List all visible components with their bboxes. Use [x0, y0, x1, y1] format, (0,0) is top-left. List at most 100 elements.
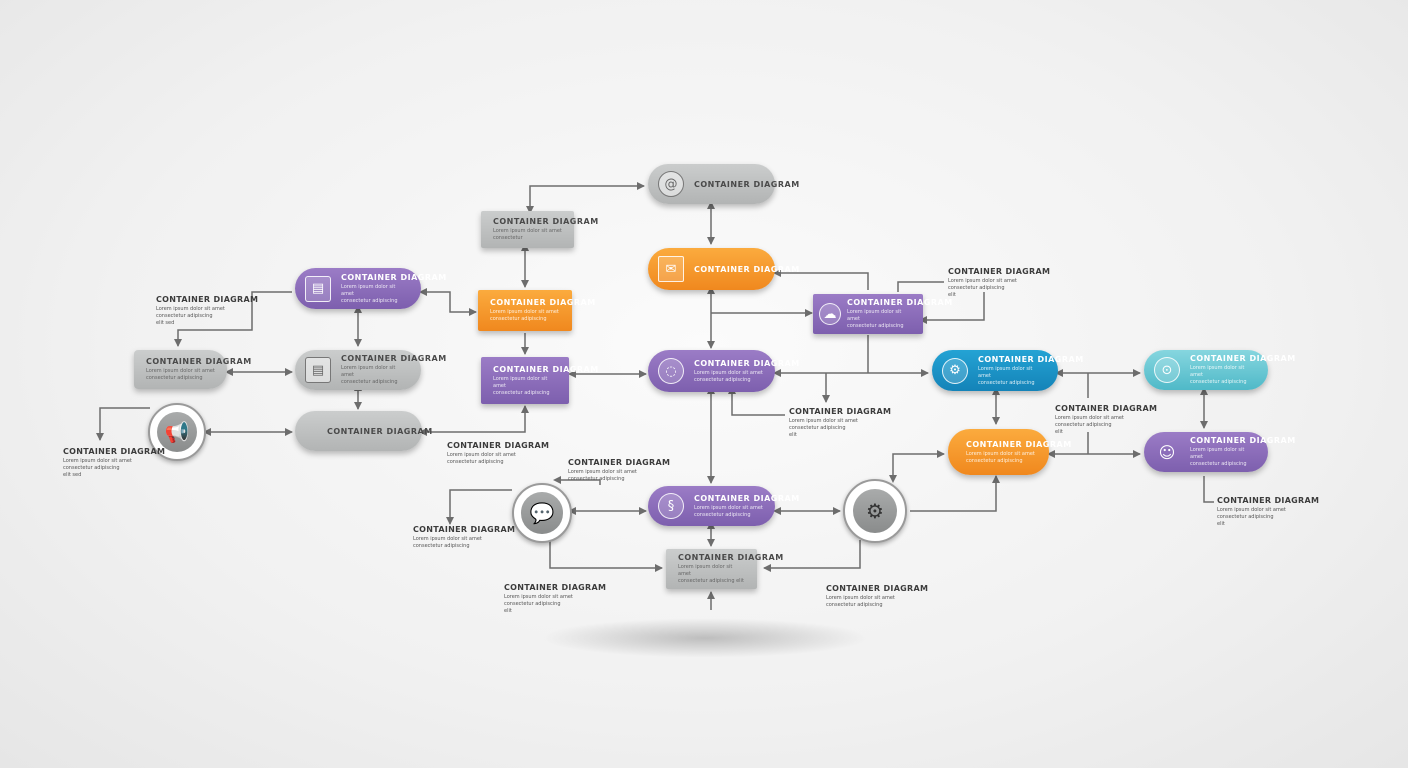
annotation-far-left-top: CONTAINER DIAGRAM Lorem ipsum dolor sit …	[156, 295, 258, 327]
node-title: CONTAINER DIAGRAM	[678, 553, 784, 562]
annotation-desc: Lorem ipsum dolor sit amet consectetur a…	[63, 458, 132, 478]
node-far-right-teal[interactable]: ⊙ CONTAINER DIAGRAM Lorem ipsum dolor si…	[1144, 350, 1296, 390]
annotation-desc: Lorem ipsum dolor sit amet consectetur a…	[1217, 507, 1286, 527]
connector	[96, 407, 150, 441]
node-title: CONTAINER DIAGRAM	[978, 354, 1084, 364]
connector	[526, 182, 645, 214]
floor-shadow	[540, 618, 870, 658]
node-title: CONTAINER DIAGRAM	[694, 264, 800, 274]
node-far-left-gray[interactable]: CONTAINER DIAGRAM Lorem ipsum dolor sit …	[134, 350, 252, 389]
connector	[889, 450, 945, 483]
node-bottom-purple[interactable]: § CONTAINER DIAGRAM Lorem ipsum dolor si…	[648, 486, 799, 526]
annotation-bottom-left: CONTAINER DIAGRAM Lorem ipsum dolor sit …	[504, 583, 606, 615]
annotation-desc: Lorem ipsum dolor sit amet consectetur a…	[568, 469, 637, 482]
node-desc: Lorem ipsum dolor sit amet consectetur	[493, 228, 562, 241]
node-desc: Lorem ipsum dolor sit amet consectetur a…	[847, 309, 904, 329]
node-title: CONTAINER DIAGRAM	[847, 298, 953, 307]
annotation-right-mid: CONTAINER DIAGRAM Lorem ipsum dolor sit …	[1055, 404, 1157, 436]
circle-node-right[interactable]: ⚙	[843, 479, 907, 543]
annotation-title: CONTAINER DIAGRAM	[63, 447, 166, 456]
connector	[897, 281, 944, 292]
connector	[174, 291, 292, 347]
node-center[interactable]: ◌ CONTAINER DIAGRAM Lorem ipsum dolor si…	[648, 350, 799, 392]
node-far-right-purple[interactable]: ☺ CONTAINER DIAGRAM Lorem ipsum dolor si…	[1144, 432, 1296, 472]
annotation-title: CONTAINER DIAGRAM	[826, 584, 929, 593]
annotation-desc: Lorem ipsum dolor sit amet consectetur a…	[504, 594, 573, 614]
circle-node-mid[interactable]: 💬	[512, 483, 572, 543]
megaphone-icon: 📢	[157, 412, 197, 452]
annotation-center-right: CONTAINER DIAGRAM Lorem ipsum dolor sit …	[789, 407, 891, 439]
node-title: CONTAINER DIAGRAM	[490, 298, 596, 307]
node-left-purple-pill[interactable]: ▤ CONTAINER DIAGRAM Lorem ipsum dolor si…	[295, 268, 447, 309]
node-desc: Lorem ipsum dolor sit amet consectetur a…	[694, 504, 763, 518]
connector	[773, 269, 869, 290]
annotation-title: CONTAINER DIAGRAM	[568, 458, 671, 467]
node-desc: Lorem ipsum dolor sit amet consectetur a…	[1190, 447, 1247, 467]
node-title: CONTAINER DIAGRAM	[146, 357, 252, 366]
node-title: CONTAINER DIAGRAM	[341, 272, 447, 282]
node-desc: Lorem ipsum dolor sit amet consectetur a…	[1190, 365, 1247, 385]
node-title: CONTAINER DIAGRAM	[966, 439, 1072, 449]
node-left-gray-rect[interactable]: CONTAINER DIAGRAM Lorem ipsum dolor sit …	[481, 211, 598, 248]
annotation-bottom-right: CONTAINER DIAGRAM Lorem ipsum dolor sit …	[826, 584, 928, 609]
spinner-icon: ◌	[658, 358, 684, 384]
node-left-purple-rect[interactable]: CONTAINER DIAGRAM Lorem ipsum dolor sit …	[481, 357, 599, 404]
annotation-title: CONTAINER DIAGRAM	[1055, 404, 1158, 413]
connector	[1203, 476, 1214, 503]
node-desc: Lorem ipsum dolor sit amet consectetur a…	[341, 283, 398, 304]
node-left-gray-pill-low[interactable]: CONTAINER DIAGRAM	[295, 411, 432, 451]
node-desc: Lorem ipsum dolor sit amet consectetur a…	[146, 368, 215, 381]
node-desc: Lorem ipsum dolor sit amet consectetur a…	[493, 375, 550, 396]
annotation-mid-chat-left: CONTAINER DIAGRAM Lorem ipsum dolor sit …	[413, 525, 515, 550]
node-left-orange-rect[interactable]: CONTAINER DIAGRAM Lorem ipsum dolor sit …	[478, 290, 596, 331]
at-sign-icon: @	[658, 171, 684, 197]
annotation-title: CONTAINER DIAGRAM	[1217, 496, 1320, 505]
annotation-desc: Lorem ipsum dolor sit amet consectetur a…	[948, 278, 1017, 298]
node-right-orange[interactable]: CONTAINER DIAGRAM Lorem ipsum dolor sit …	[948, 429, 1072, 475]
hand-icon: §	[658, 493, 684, 519]
node-title: CONTAINER DIAGRAM	[493, 364, 599, 374]
annotation-far-right-low: CONTAINER DIAGRAM Lorem ipsum dolor sit …	[1217, 496, 1319, 528]
annotation-desc: Lorem ipsum dolor sit amet consectetur a…	[156, 306, 225, 326]
annotation-desc: Lorem ipsum dolor sit amet consectetur a…	[447, 452, 516, 465]
node-bottom-gray[interactable]: CONTAINER DIAGRAM Lorem ipsum dolor sit …	[666, 549, 784, 589]
document-icon: ▤	[305, 275, 331, 302]
cloud-icon: ☁	[819, 303, 841, 325]
connector	[446, 489, 512, 525]
chat-bubble-icon: 💬	[521, 492, 563, 534]
annotation-desc: Lorem ipsum dolor sit amet consectetur a…	[413, 536, 482, 549]
node-left-gray-pill-mid[interactable]: ▤ CONTAINER DIAGRAM Lorem ipsum dolor si…	[295, 350, 446, 390]
connector	[553, 476, 601, 485]
node-right-purple-rect[interactable]: ☁ CONTAINER DIAGRAM Lorem ipsum dolor si…	[813, 294, 953, 334]
annotation-desc: Lorem ipsum dolor sit amet consectetur a…	[789, 418, 858, 438]
node-title: CONTAINER DIAGRAM	[1190, 436, 1296, 445]
node-title: CONTAINER DIAGRAM	[1190, 354, 1296, 363]
node-desc: Lorem ipsum dolor sit amet consectetur a…	[490, 309, 559, 322]
node-desc: Lorem ipsum dolor sit amet consectetur a…	[966, 450, 1035, 464]
connector	[728, 386, 785, 416]
connector	[549, 540, 663, 572]
annotation-title: CONTAINER DIAGRAM	[156, 295, 259, 304]
annotation-title: CONTAINER DIAGRAM	[447, 441, 550, 450]
node-right-blue[interactable]: ⚙ CONTAINER DIAGRAM Lorem ipsum dolor si…	[932, 350, 1084, 391]
node-top[interactable]: @ CONTAINER DIAGRAM	[648, 164, 799, 204]
annotation-title: CONTAINER DIAGRAM	[504, 583, 607, 592]
connector	[919, 292, 985, 324]
connector	[910, 475, 1000, 512]
gears-icon: ⚙	[852, 488, 898, 534]
annotation-mid-chat-top: CONTAINER DIAGRAM Lorem ipsum dolor sit …	[568, 458, 670, 483]
annotation-title: CONTAINER DIAGRAM	[789, 407, 892, 416]
connector	[419, 405, 529, 436]
annotation-desc: Lorem ipsum dolor sit amet consectetur a…	[826, 595, 895, 608]
connector	[763, 540, 861, 572]
annotation-far-left-low: CONTAINER DIAGRAM Lorem ipsum dolor sit …	[63, 447, 165, 479]
search-icon: ⊙	[1154, 357, 1180, 383]
settings-card-icon: ⚙	[942, 357, 968, 384]
node-desc: Lorem ipsum dolor sit amet consectetur a…	[694, 369, 763, 383]
node-desc: Lorem ipsum dolor sit amet consectetur a…	[978, 365, 1035, 386]
circle-node-left[interactable]: 📢	[148, 403, 206, 461]
connector	[419, 288, 477, 316]
node-orange-top[interactable]: ✉ CONTAINER DIAGRAM	[648, 248, 800, 290]
